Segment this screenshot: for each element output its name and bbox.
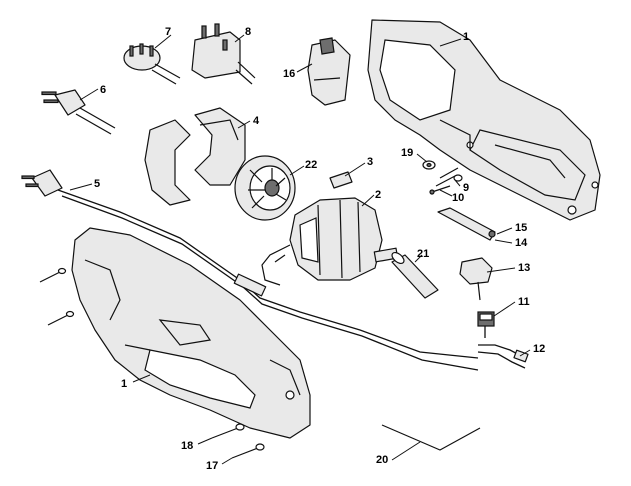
- screw-set-17-18: [39, 267, 265, 459]
- label-19: 19: [401, 147, 413, 159]
- label-6: 6: [100, 84, 106, 96]
- label-7: 7: [165, 26, 171, 38]
- label-18: 18: [181, 440, 193, 452]
- label-3: 3: [367, 156, 373, 168]
- label-16: 16: [283, 68, 295, 80]
- housing-half-lower: [71, 227, 311, 439]
- lever-part: [437, 207, 496, 241]
- label-5: 5: [94, 178, 100, 190]
- label-15: 15: [515, 222, 527, 234]
- label-4: 4: [253, 115, 260, 127]
- label-9: 9: [463, 182, 469, 194]
- hex-key: [381, 424, 481, 451]
- power-cable: [21, 169, 479, 371]
- rod-part: [391, 251, 439, 299]
- callout-numbers: 1 16 8 7 6 4 22 3 2 5 19 9 10 21 15 14 1…: [94, 26, 545, 472]
- label-20: 20: [376, 454, 388, 466]
- label-11: 11: [518, 296, 530, 308]
- label-14: 14: [515, 237, 528, 249]
- housing-half-upper: [367, 19, 601, 221]
- carbon-brush: [329, 171, 353, 189]
- label-13: 13: [518, 262, 530, 274]
- plug-uk: [191, 23, 256, 85]
- wire-connectors: [477, 344, 529, 369]
- clamp-shell: [144, 107, 246, 206]
- motor-assembly: [261, 197, 399, 286]
- washer: [422, 160, 436, 170]
- leader-lines: [69, 34, 531, 465]
- label-2: 2: [375, 189, 381, 201]
- fan-wheel: [234, 155, 296, 221]
- label-10: 10: [452, 192, 464, 204]
- label-8: 8: [245, 26, 251, 38]
- label-21: 21: [417, 248, 429, 260]
- switch-unit: [477, 311, 495, 338]
- bracket-part: [307, 37, 351, 106]
- plug-round: [123, 43, 181, 85]
- label-1-upper: 1: [463, 31, 469, 43]
- screw-set-9-10: [429, 167, 463, 195]
- label-12: 12: [533, 343, 545, 355]
- label-1-lower: 1: [121, 378, 127, 390]
- switch-actuator: [459, 257, 493, 301]
- plug-euro: [41, 89, 116, 135]
- label-22: 22: [305, 159, 317, 171]
- label-17: 17: [206, 460, 218, 472]
